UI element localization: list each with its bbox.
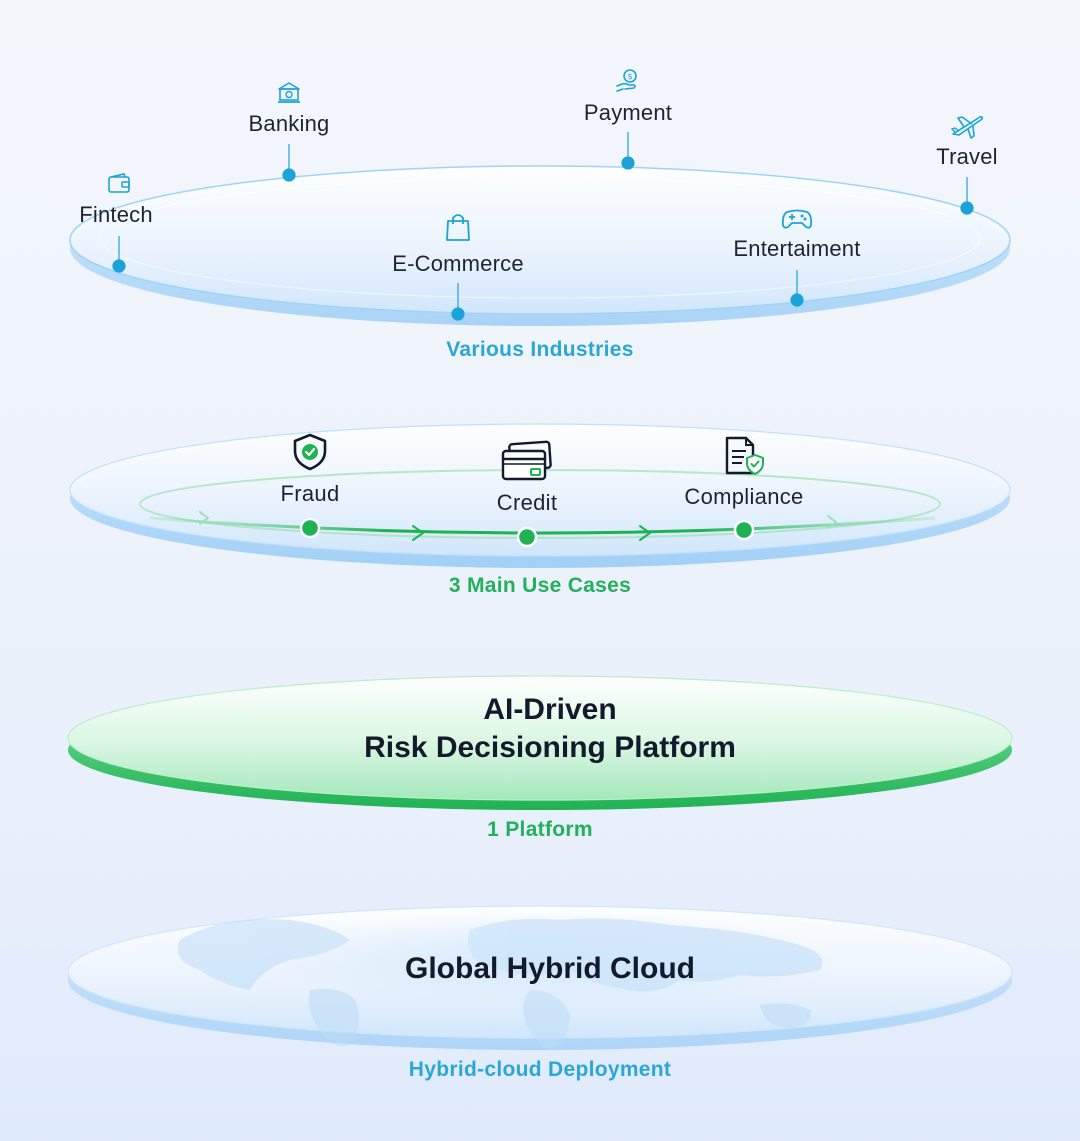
industry-label-e-commerce: E-Commerce: [392, 251, 524, 276]
industry-label-entertaiment: Entertaiment: [733, 236, 861, 261]
industry-label-fintech: Fintech: [79, 202, 153, 227]
payment-hand-icon: $: [616, 69, 637, 92]
cloud-caption: Hybrid-cloud Deployment: [408, 1058, 672, 1081]
document-shield-icon: [725, 436, 764, 475]
industry-pins: [112, 132, 974, 321]
gamepad-icon: [781, 209, 813, 229]
industries-disc: [69, 165, 1011, 326]
platform-title-line1: AI-Driven: [483, 693, 617, 726]
airplane-icon: [950, 115, 984, 139]
bank-icon: [278, 82, 300, 103]
platform-caption: 1 Platform: [487, 818, 593, 841]
shopping-bag-icon: [446, 214, 470, 241]
use-cases-caption: 3 Main Use Cases: [448, 574, 632, 597]
credit-cards-icon: [501, 440, 552, 481]
cloud-title: Global Hybrid Cloud: [405, 952, 695, 985]
industry-label-banking: Banking: [248, 111, 330, 136]
svg-text:$: $: [627, 72, 632, 81]
use-case-label-fraud: Fraud: [280, 481, 340, 506]
industry-label-payment: Payment: [583, 100, 673, 125]
use-case-label-compliance: Compliance: [684, 484, 804, 509]
shield-check-icon: [293, 433, 327, 471]
industry-label-travel: Travel: [936, 144, 998, 169]
platform-title-line2: Risk Decisioning Platform: [364, 731, 736, 764]
wallet-icon: [108, 173, 130, 193]
industries-caption: Various Industries: [446, 338, 634, 361]
use-case-label-credit: Credit: [496, 490, 558, 515]
